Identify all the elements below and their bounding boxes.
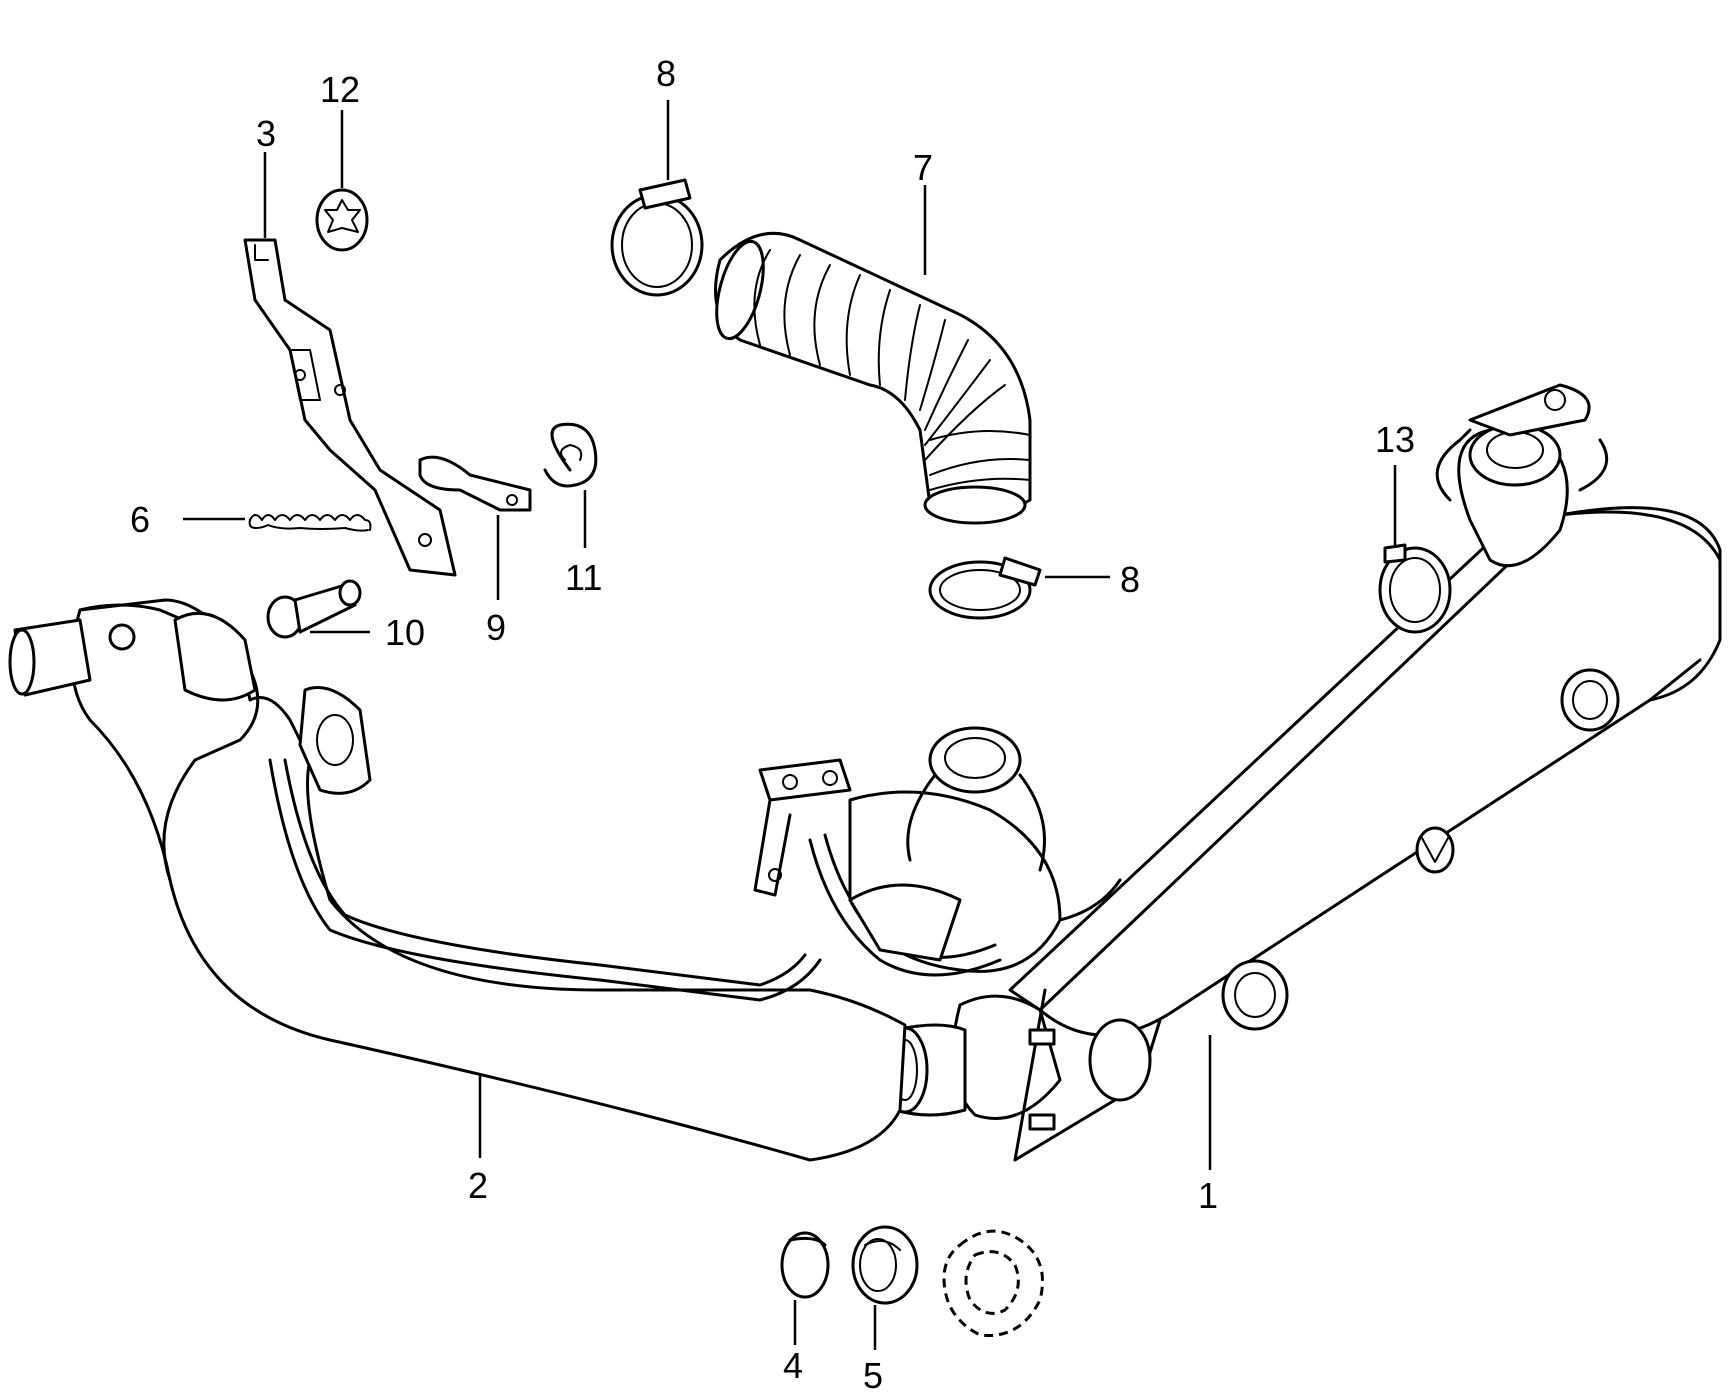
part-9-clip [418, 455, 532, 512]
part-2-exhaust-pipe [8, 598, 907, 1162]
part-5-grommet [851, 1225, 919, 1305]
part-3-bracket [243, 238, 457, 577]
callout-4: 4 [783, 1345, 803, 1386]
part-1-heat-exchanger [881, 383, 1722, 1162]
callout-3: 3 [256, 113, 276, 154]
part-10-pin [266, 579, 362, 639]
callout-11: 11 [565, 557, 602, 598]
leader-lines [183, 100, 1397, 1350]
part-6-spring [248, 514, 372, 532]
part-11-circlip [543, 422, 598, 488]
callout-7: 7 [913, 147, 933, 188]
part-7-flex-hose [714, 231, 1032, 525]
callout-2: 2 [468, 1165, 488, 1206]
central-fitting [753, 726, 1122, 977]
part-8-hose-clamp-lower [928, 556, 1042, 620]
callout-9: 9 [486, 607, 506, 648]
callout-13: 13 [1375, 419, 1415, 460]
callout-8-lower: 8 [1120, 559, 1140, 600]
part-8-hose-clamp-upper [610, 178, 704, 297]
callouts: 1 2 3 4 5 6 7 8 8 9 10 11 12 13 [130, 53, 1415, 1393]
part-13-small-clamp [1378, 543, 1452, 634]
part-12-star-washer [315, 188, 369, 252]
callout-12: 12 [320, 69, 360, 110]
callout-8-upper: 8 [656, 53, 676, 94]
callout-10: 10 [385, 612, 425, 653]
callout-1: 1 [1198, 1175, 1218, 1216]
part-4-sealing-ring [780, 1231, 830, 1299]
dashed-gasket [942, 1229, 1044, 1338]
callout-6: 6 [130, 499, 150, 540]
callout-5: 5 [863, 1355, 883, 1393]
